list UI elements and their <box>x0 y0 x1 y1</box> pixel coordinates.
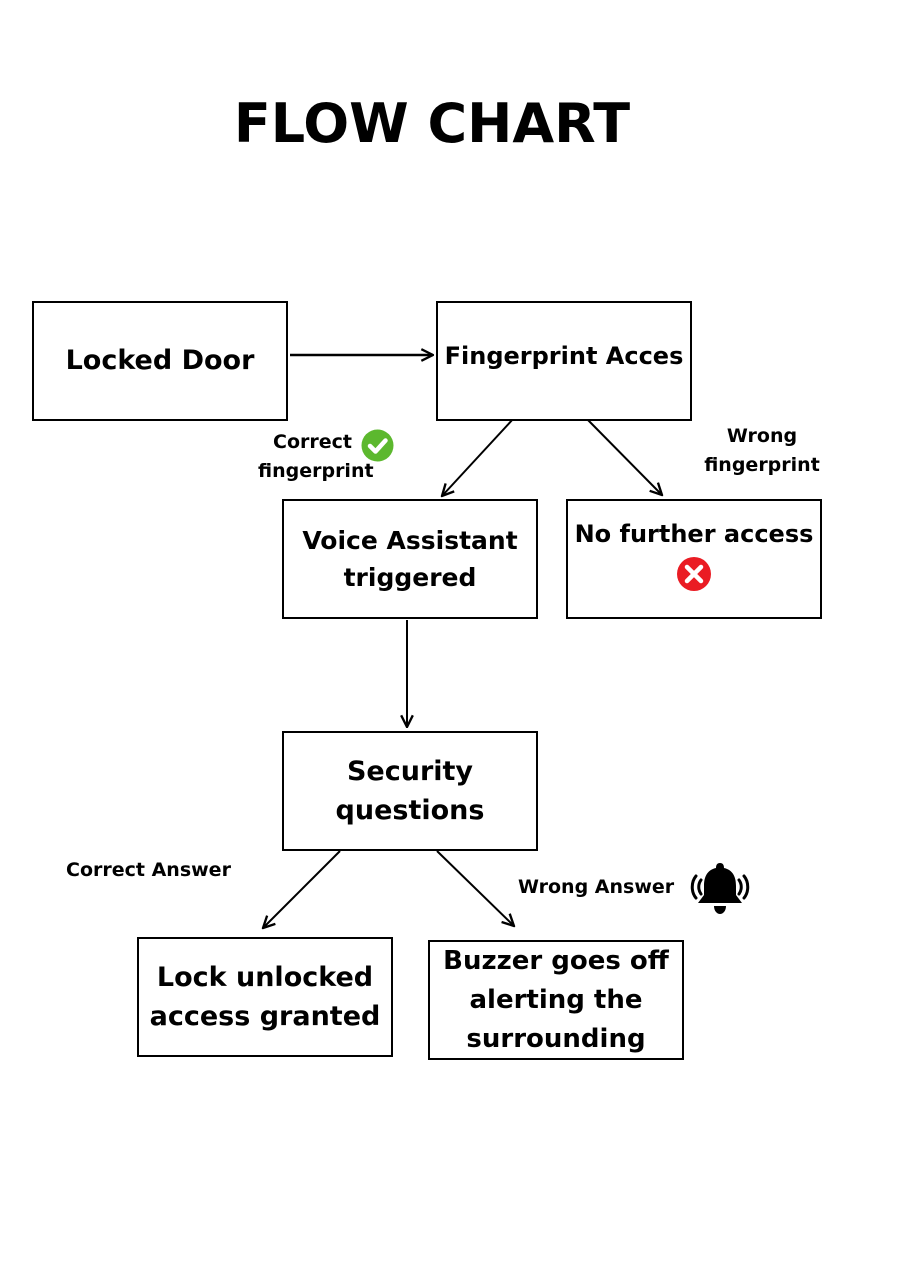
node-unlocked-line-2: access granted <box>149 1001 381 1032</box>
node-buzzer-line-1: Buzzer goes off <box>443 945 669 976</box>
node-buzzer-line-3: surrounding <box>466 1023 646 1054</box>
node-buzzer: Buzzer goes off alerting the surrounding <box>428 940 684 1060</box>
arrow-fingerprint-to-no-access <box>585 417 662 495</box>
node-security-line-2: questions <box>335 795 485 826</box>
node-no-further-access: No further access <box>566 499 822 619</box>
node-voice-line-1: Voice Assistant <box>302 525 518 555</box>
label-wrong-fp-line-2: fingerprint <box>704 453 820 476</box>
page-title: FLOW CHART <box>233 92 631 155</box>
node-unlocked-line-1: Lock unlocked <box>156 961 374 993</box>
node-fingerprint-access-label: Fingerprint Acces <box>444 342 684 370</box>
node-locked-door: Locked Door <box>32 301 288 421</box>
node-locked-door-label: Locked Door <box>65 345 255 377</box>
node-buzzer-line-2: alerting the <box>469 984 643 1015</box>
label-correct-fingerprint: Correct fingerprint <box>258 428 408 485</box>
node-voice-line-2: triggered <box>343 563 477 592</box>
label-correct-answer: Correct Answer <box>66 859 231 881</box>
arrow-security-to-buzzer <box>436 850 514 926</box>
label-wrong-answer: Wrong Answer <box>518 876 675 898</box>
label-wrong-fp-line-1: Wrong <box>726 425 798 447</box>
label-correct-fp-line-2: fingerprint <box>258 459 374 482</box>
node-no-access-label: No further access <box>574 520 814 548</box>
x-circle-icon <box>676 556 712 592</box>
label-wrong-fingerprint: Wrong fingerprint <box>697 422 827 479</box>
node-security-questions: Security questions <box>282 731 538 851</box>
node-fingerprint-access: Fingerprint Acces <box>436 301 692 421</box>
arrow-fingerprint-to-voice <box>442 417 515 496</box>
node-voice-assistant: Voice Assistant triggered <box>282 499 538 619</box>
node-security-line-1: Security <box>346 755 474 787</box>
label-correct-fp-line-1: Correct <box>273 431 352 453</box>
check-circle-icon <box>361 429 394 462</box>
node-lock-unlocked: Lock unlocked access granted <box>137 937 393 1057</box>
bell-ringing-icon <box>686 860 754 918</box>
arrow-security-to-unlocked <box>263 850 341 928</box>
